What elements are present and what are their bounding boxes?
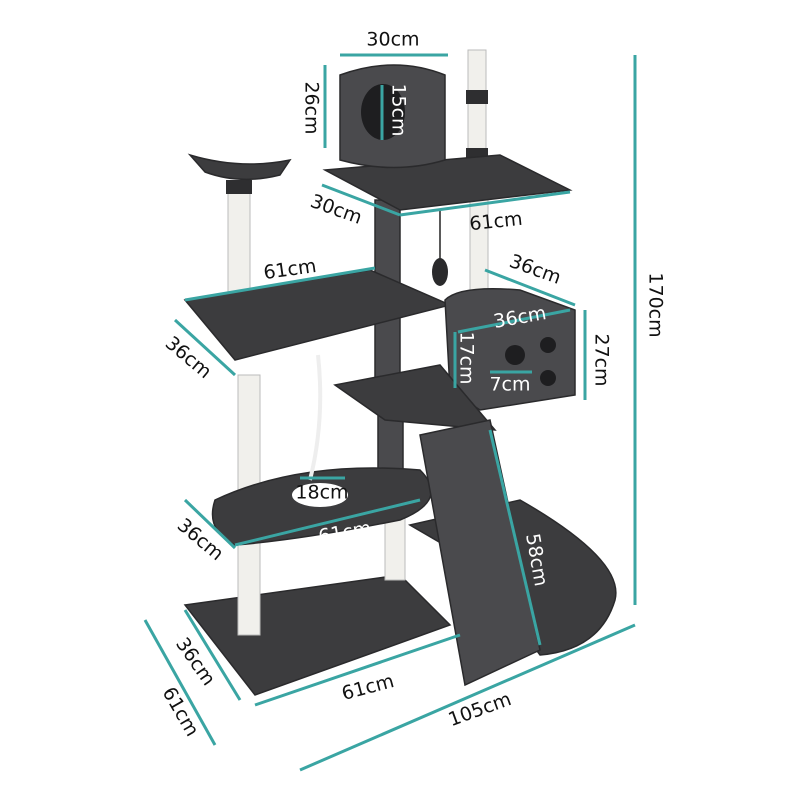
dim-line — [488, 429, 542, 646]
post-band — [226, 180, 252, 194]
label-hammock-hole: 18cm — [295, 482, 348, 504]
cat-tree-illustration — [183, 49, 617, 696]
dim-line — [299, 623, 636, 772]
label-total-width: 105cm — [445, 688, 514, 731]
dim-line — [254, 633, 461, 707]
dim-line — [234, 498, 421, 547]
cube-hole — [540, 337, 556, 353]
dim-line — [183, 609, 242, 701]
mid-platform — [183, 269, 453, 361]
dim-line — [184, 266, 376, 302]
dim-line — [457, 308, 571, 334]
hanging-mouse-toy — [432, 258, 448, 286]
dim-line — [321, 183, 401, 217]
post-band — [466, 90, 488, 104]
dim-line — [173, 318, 237, 377]
label-cube-height: 17cm — [456, 331, 478, 384]
ramp — [419, 419, 541, 687]
dim-line — [143, 619, 217, 746]
dim-line — [484, 268, 576, 307]
hammock-hole — [292, 483, 348, 507]
label-cube-hole: 7cm — [489, 374, 530, 396]
label-top-house-height: 26cm — [301, 81, 323, 134]
dim-line — [399, 190, 571, 217]
label-top-platform-depth: 30cm — [307, 190, 364, 229]
cube-hole — [505, 345, 525, 365]
dim-line — [183, 498, 237, 550]
dangling-rope — [308, 354, 323, 481]
label-mid-platform-depth: 36cm — [161, 332, 216, 383]
top-perch — [187, 153, 292, 181]
label-top-house-hole: 15cm — [388, 83, 410, 136]
ramp-platform — [333, 364, 497, 431]
label-total-height: 170cm — [645, 272, 667, 337]
label-cube-outer-height: 27cm — [591, 333, 613, 386]
sisal-post — [227, 184, 251, 306]
label-top-platform-width: 61cm — [468, 208, 523, 235]
dimension-lines — [143, 53, 637, 772]
label-top-house-width: 30cm — [366, 29, 419, 51]
cube-hole — [540, 370, 556, 386]
label-base-width: 61cm — [339, 670, 396, 705]
